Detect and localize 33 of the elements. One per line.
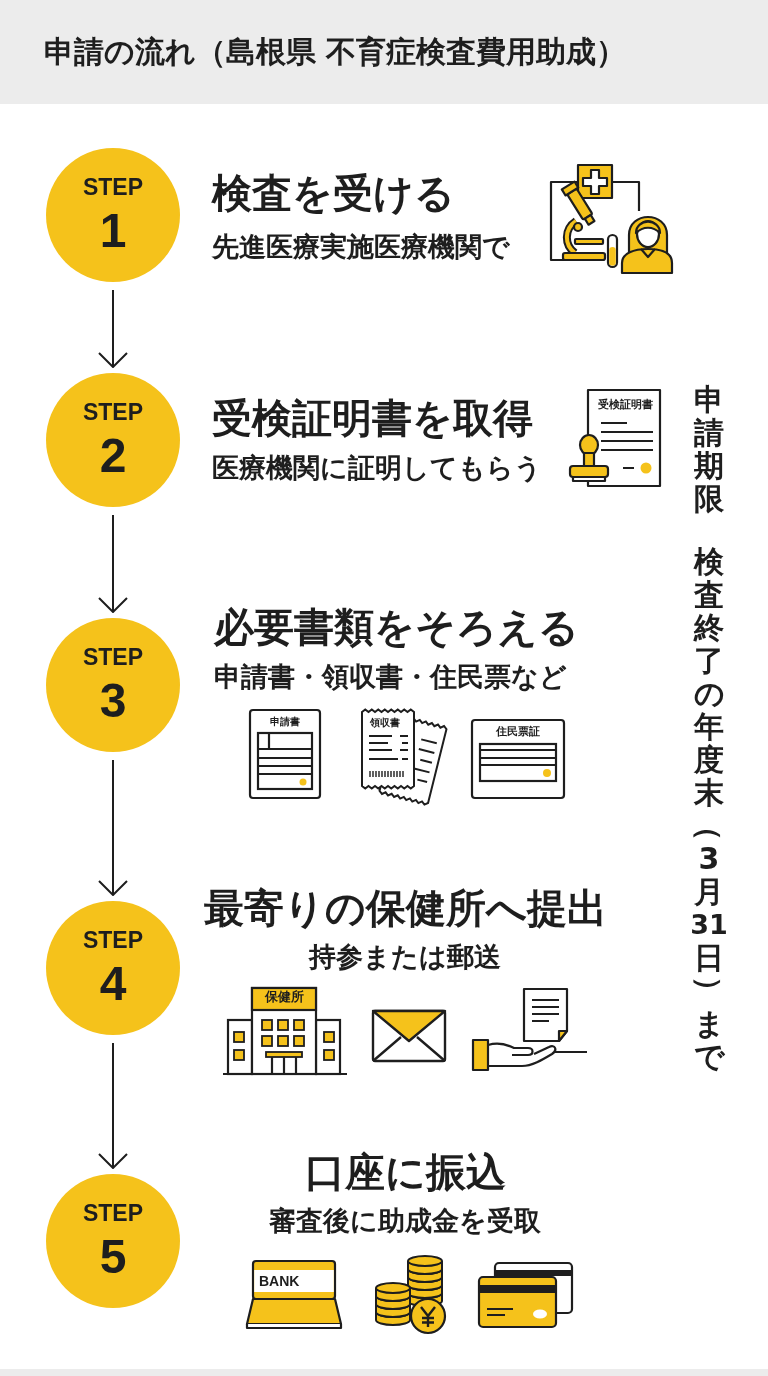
step-number: 5 — [99, 1232, 127, 1281]
step-title: 口座に振込 — [304, 1148, 506, 1196]
step-number: 2 — [99, 431, 127, 480]
sign-text: 保健所 — [263, 990, 305, 1005]
step-title: 受検証明書を取得 — [212, 394, 533, 442]
step-number: 4 — [99, 959, 127, 1008]
step-description: 審査後に助成金を受取 — [269, 1205, 541, 1238]
step-title: 検査を受ける — [212, 169, 455, 217]
step-title: 必要書類をそろえる — [214, 603, 579, 651]
document-title: 申請書 — [269, 716, 301, 728]
step-label: STEP — [82, 928, 144, 952]
step-number: 3 — [99, 676, 127, 725]
step-label: STEP — [82, 175, 144, 199]
arrow — [98, 289, 128, 368]
step-description: 先進医療実施医療機関で — [212, 231, 510, 264]
screen-text: BANK — [259, 1273, 301, 1290]
deadline-label: 申請期限 — [693, 383, 725, 515]
step-label: STEP — [82, 645, 144, 669]
deadline-text: 検査終了の年度末（3月31日）まで — [689, 545, 729, 1073]
step-title: 最寄りの保健所へ提出 — [203, 884, 607, 932]
step-description: 申請書・領収書・住民票など — [214, 661, 567, 694]
step-description: 持参または郵送 — [309, 941, 501, 974]
step-number: 1 — [99, 206, 127, 255]
step-label: STEP — [82, 400, 144, 424]
receipt-title: 領収書 — [369, 717, 401, 729]
step-label: STEP — [82, 1201, 144, 1225]
arrow — [98, 759, 128, 896]
document-title: 住民票証 — [495, 726, 541, 739]
arrow — [98, 514, 128, 613]
document-title: 受検証明書 — [596, 399, 654, 412]
page-title: 申請の流れ（島根県 不育症検査費用助成） — [44, 34, 627, 70]
arrow — [98, 1042, 128, 1169]
step-description: 医療機関に証明してもらう — [212, 452, 542, 485]
